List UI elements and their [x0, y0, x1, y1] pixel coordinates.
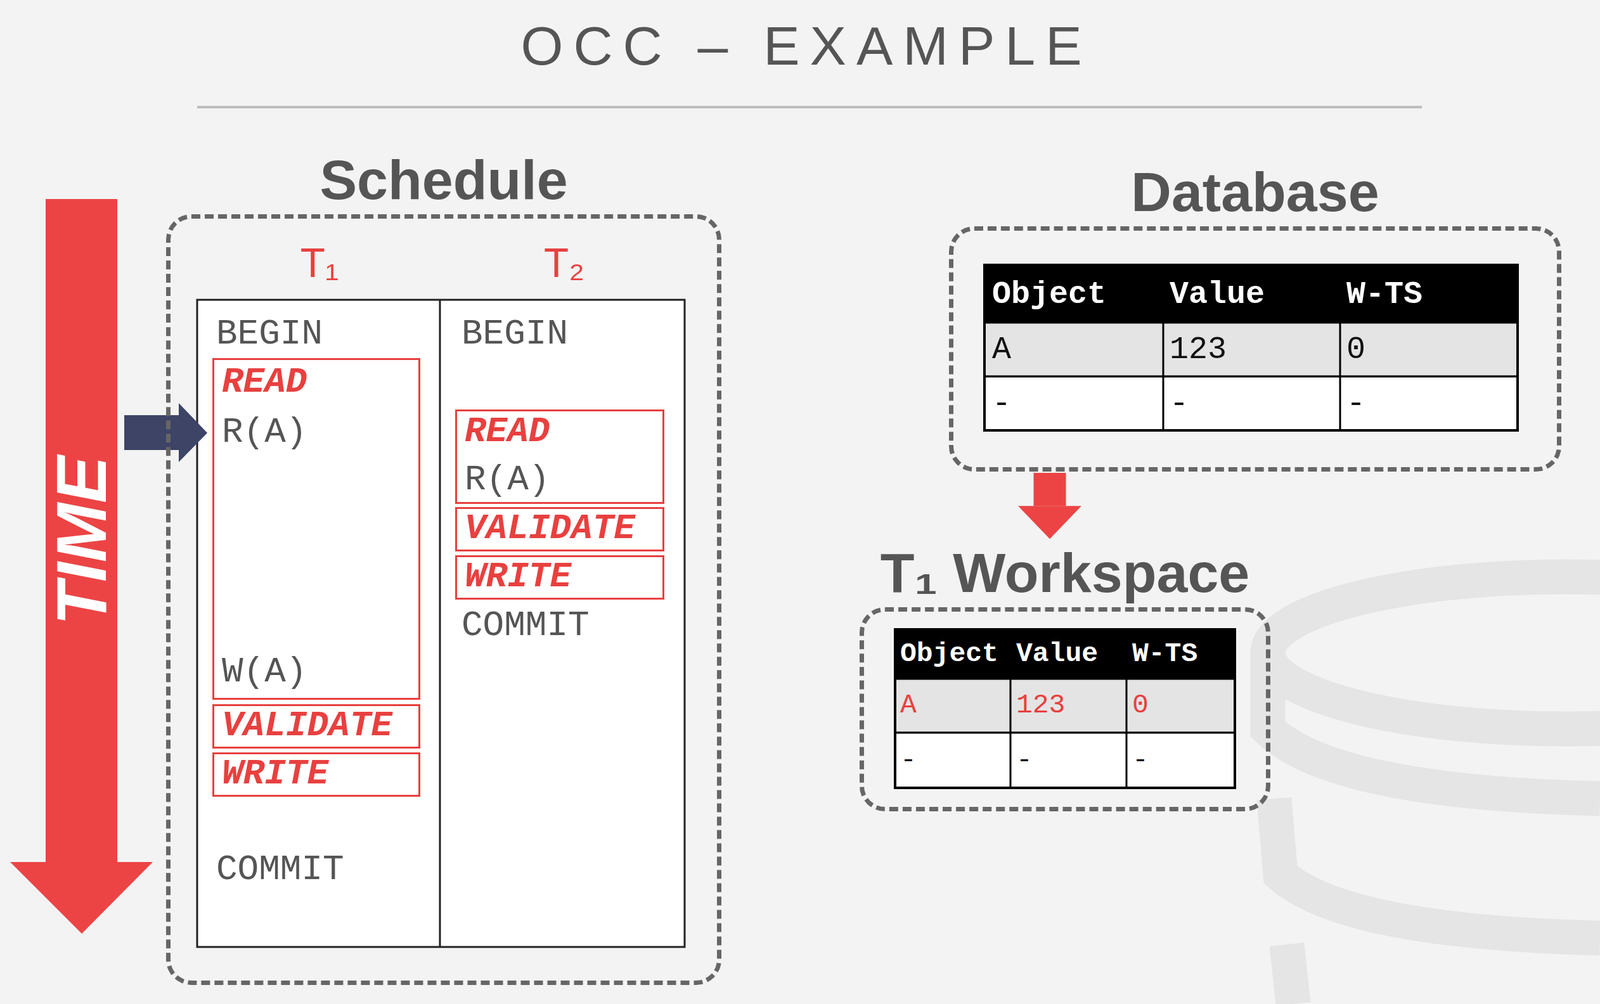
table-header-cell: Value: [1016, 638, 1098, 669]
arrow-head: [1018, 505, 1082, 539]
flow-arrow: [1018, 472, 1082, 539]
table-frame: [895, 629, 1235, 788]
transaction-label: T₁: [300, 240, 340, 286]
phase-name: WRITE: [464, 557, 572, 598]
operation: BEGIN: [461, 315, 568, 355]
phase-box: VALIDATE: [455, 507, 665, 552]
table-header: [984, 264, 1518, 323]
table-cell: -: [1132, 745, 1149, 776]
database-panel: Database: [948, 226, 1562, 472]
table-cell: A: [900, 690, 917, 721]
title-rule: [197, 105, 1422, 109]
table-grid: [1339, 264, 1342, 431]
watermark-side: [1286, 944, 1294, 1004]
table-frame: [984, 264, 1518, 431]
table-cell: 123: [1169, 332, 1227, 368]
table-row: [895, 732, 1235, 788]
schedule-table: [197, 299, 685, 948]
arrow-shaft: [1033, 472, 1067, 506]
table-header-cell: Value: [1169, 277, 1265, 312]
axis-label: TIME: [42, 455, 121, 626]
phase-box: WRITE: [212, 752, 421, 797]
operation: R(A): [221, 413, 307, 453]
panel-heading: Database: [1130, 161, 1379, 224]
table-row: [895, 678, 1235, 733]
table-grid: [1009, 629, 1012, 788]
operation: W(A): [221, 652, 307, 693]
panel-heading: Schedule: [319, 149, 568, 212]
table-grid: [1125, 629, 1128, 788]
database-table: [984, 264, 1518, 431]
slide-title: OCC – EXAMPLE: [521, 15, 1093, 77]
operation: COMMIT: [461, 606, 590, 646]
watermark-band: [1274, 798, 1600, 939]
watermark-band: [1267, 652, 1600, 799]
phase-box: VALIDATE: [212, 704, 421, 749]
column-divider: [439, 299, 442, 948]
table-row: [984, 376, 1518, 431]
table-header-cell: Object: [900, 638, 999, 669]
phase-box: WRITE: [455, 555, 665, 600]
transaction-label: T₂: [543, 240, 585, 286]
table-cell: -: [1016, 745, 1033, 776]
table-cell: A: [992, 332, 1012, 368]
phase-name: VALIDATE: [464, 509, 636, 549]
table-cell: -: [1346, 386, 1366, 421]
phase-box: READ R(A): [455, 409, 665, 504]
table-cell: -: [1169, 386, 1189, 421]
workspace-table: [895, 629, 1235, 788]
operation: COMMIT: [216, 850, 345, 891]
operation: BEGIN: [216, 315, 323, 355]
watermark-top: [1267, 576, 1600, 730]
table-cell: -: [900, 745, 917, 776]
phase-box: READ R(A) W(A): [212, 358, 421, 700]
table-cell: 123: [1016, 690, 1065, 721]
time-arrow: [10, 199, 153, 934]
table-cell: -: [992, 386, 1012, 421]
phase-name: READ: [464, 412, 550, 452]
table-grid: [1162, 264, 1165, 431]
table-cell: 0: [1346, 332, 1366, 368]
table-cell: 0: [1132, 690, 1149, 721]
phase-name: READ: [221, 363, 307, 403]
table-header: [895, 629, 1235, 679]
table-header-cell: W-TS: [1132, 638, 1198, 669]
table-row: [984, 322, 1518, 377]
operation: R(A): [464, 460, 550, 501]
database-watermark: [1267, 576, 1600, 1004]
table-header-cell: Object: [992, 277, 1107, 312]
phase-name: VALIDATE: [221, 706, 393, 747]
phase-name: WRITE: [221, 754, 329, 795]
table-header-cell: W-TS: [1346, 277, 1423, 312]
panel-heading: T₁ Workspace: [880, 542, 1251, 605]
